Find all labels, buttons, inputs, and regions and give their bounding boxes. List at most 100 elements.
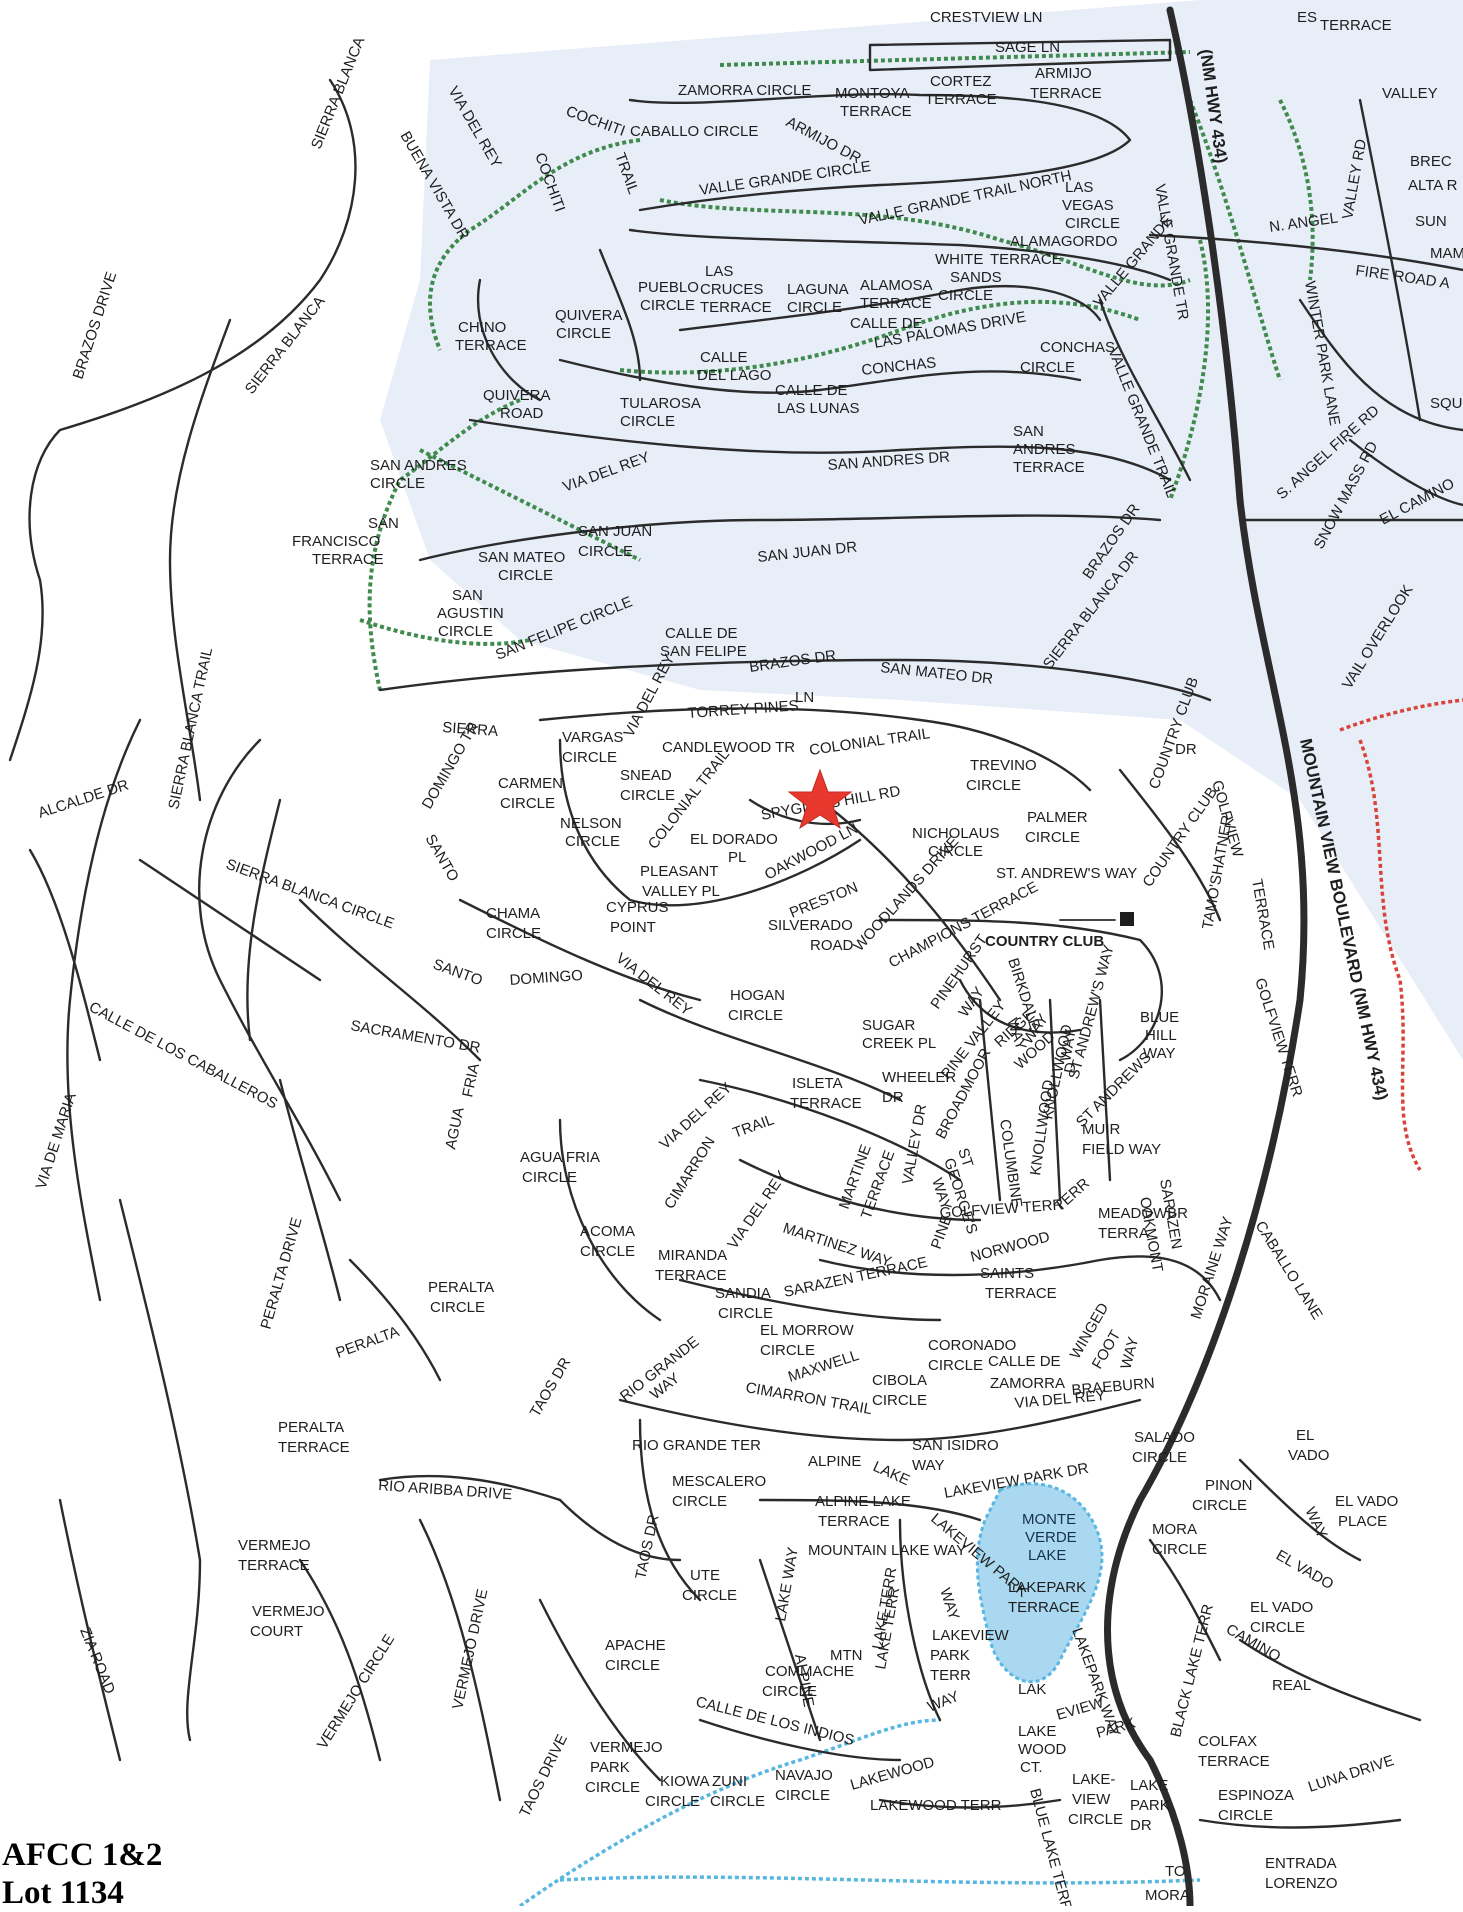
label-las-vegas-3: CIRCLE [1065, 215, 1120, 232]
lake-label-2: VERDE [1025, 1529, 1077, 1546]
label-vermejo-drive: VERMEJO DRIVE [449, 1587, 491, 1710]
label-meadowbr-2: TERRA [1098, 1225, 1149, 1242]
label-caballo: CABALLO CIRCLE [630, 123, 758, 140]
label-sierra: SIERRA [442, 719, 499, 740]
label-hogan-2: CIRCLE [728, 1007, 783, 1024]
label-via-del-rey-lo: VIA DEL REY [656, 1079, 735, 1153]
label-knollwood-2: D [1061, 1061, 1080, 1075]
label-san-isidro: SAN ISIDRO [912, 1437, 999, 1454]
label-calle-lunas-2: LAS LUNAS [777, 400, 860, 417]
label-san-andres-t: SAN [1013, 423, 1044, 440]
label-lake-park-3: DR [1130, 1817, 1152, 1834]
label-chino-2: TERRACE [455, 337, 527, 354]
label-st-georges: ST [954, 1146, 976, 1169]
label-alpine-lake-2: TERRACE [818, 1513, 890, 1530]
label-quivera-r: QUIVERA [483, 387, 551, 404]
label-taos-drive: TAOS DRIVE [516, 1732, 571, 1820]
label-caballo-lane: CABALLO LANE [1252, 1218, 1326, 1322]
label-miranda-2: TERRACE [655, 1267, 727, 1284]
label-las-vegas-2: VEGAS [1062, 197, 1114, 214]
label-knollwood3: KNOLLWOOD [1027, 1079, 1057, 1177]
label-sugar-2: CREEK PL [862, 1035, 936, 1052]
label-ln: LN [795, 689, 814, 706]
label-calle-felipe: CALLE DE [665, 625, 738, 642]
label-taos-dr: TAOS DR [527, 1355, 575, 1420]
label-mora-2: CIRCLE [1152, 1541, 1207, 1558]
label-espinoza-2: CIRCLE [1218, 1807, 1273, 1824]
label-isleta-2: TERRACE [790, 1095, 862, 1112]
label-santo-left: SANTO [422, 832, 462, 885]
label-lake-view-3: CIRCLE [1068, 1811, 1123, 1828]
label-trail-up: TRAIL [731, 1111, 777, 1142]
label-chama: CHAMA [486, 905, 540, 922]
roads-west [8, 78, 442, 1762]
label-isleta: ISLETA [792, 1075, 843, 1092]
label-peralta-c-2: CIRCLE [430, 1299, 485, 1316]
label-conchas-circle: CONCHAS [1040, 339, 1115, 356]
label-sierra-blanca-circle: SIERRA BLANCA CIRCLE [224, 856, 397, 933]
label-way4: WAY [1057, 1028, 1079, 1063]
caption-line-1: AFCC 1&2 [2, 1837, 163, 1873]
label-el-dorado: EL DORADO [690, 831, 778, 848]
label-lakewood-terr: LAKEWOOD TERR [870, 1797, 1002, 1814]
label-calle-lunas: CALLE DE [775, 382, 848, 399]
label-rio-grande-ter: RIO GRANDE TER [632, 1437, 761, 1454]
label-zamorra: ZAMORRA CIRCLE [678, 82, 811, 99]
label-espinoza: ESPINOZA [1218, 1787, 1294, 1804]
label-quivera-c: QUIVERA [555, 307, 623, 324]
label-sierra-blanca-top: SIERRA BLANCA [308, 35, 368, 152]
label-calle-lago-2: DEL LAGO [697, 367, 771, 384]
label-brazos-drive: BRAZOS DRIVE [70, 270, 121, 381]
label-blue-hill-3: WAY [1143, 1045, 1176, 1062]
label-nicholaus: NICHOLAUS [912, 825, 1000, 842]
label-rio-arriba: RIO ARIBBA DRIVE [378, 1477, 513, 1503]
label-mora-south: MORA [1145, 1887, 1190, 1904]
label-colonial-trail: COLONIAL TRAIL [808, 725, 931, 759]
blue-trail-south [518, 1718, 1201, 1906]
label-way6: WAY [925, 1688, 962, 1716]
highway-434 [1104, 6, 1308, 1906]
label-snead: SNEAD [620, 767, 672, 784]
label-way5: WAY [936, 1586, 962, 1622]
label-el-morrow-2: CIRCLE [760, 1342, 815, 1359]
green-trail-west [359, 398, 641, 691]
label-commache: COMMACHE [765, 1663, 854, 1680]
green-trail-north [428, 50, 1191, 351]
label-peralta-t: PERALTA [278, 1419, 344, 1436]
label-tamo: TAMO'SHATNER [1199, 814, 1236, 931]
label-vermejo-park-3: CIRCLE [585, 1779, 640, 1796]
label-cypress: CYPRUS [606, 899, 669, 916]
label-golfview-t-2: TERRACE [1248, 878, 1277, 952]
red-star-icon [787, 768, 853, 830]
label-silverado-2: ROAD [810, 937, 854, 954]
label-montoya-2: TERRACE [840, 103, 912, 120]
map-shaded-area [380, 0, 1463, 1060]
label-vermejo-park: VERMEJO [590, 1739, 663, 1756]
label-el-vado-c-2: CIRCLE [1250, 1619, 1305, 1636]
label-lake-wood-3: CT. [1020, 1759, 1043, 1776]
label-mescalero-2: CIRCLE [672, 1493, 727, 1510]
label-mam: MAM [1430, 245, 1463, 262]
label-lakeview-3: TERR [930, 1667, 971, 1684]
label-taos-dr2: TAOS DR [632, 1513, 662, 1581]
label-wheeler: WHEELER [882, 1069, 956, 1086]
label-white-sands-3: CIRCLE [938, 287, 993, 304]
label-country-club: COUNTRY CLUB [985, 933, 1104, 950]
label-apache: APACHE [605, 1637, 666, 1654]
label-el-vado-2: VADO [1288, 1447, 1329, 1464]
label-san-francisco: SAN [368, 515, 399, 532]
label-coronado: CORONADO [928, 1337, 1016, 1354]
label-entrada: ENTRADA [1265, 1855, 1337, 1872]
label-zia-road: ZIA ROAD [76, 1625, 118, 1696]
label-cortez: CORTEZ [930, 73, 991, 90]
label-el-vado-place: EL VADO [1335, 1493, 1398, 1510]
label-alpine-lake: ALPINE LAKE [815, 1493, 911, 1510]
label-tularosa-2: CIRCLE [620, 413, 675, 430]
label-trevino-2: CIRCLE [966, 777, 1021, 794]
label-muir-2: FIELD WAY [1082, 1141, 1161, 1158]
label-sierra-blanca-trail: SIERRA BLANCA TRAIL [165, 646, 216, 811]
label-lakeview-2: PARK [930, 1647, 970, 1664]
label-coronado-2: CIRCLE [928, 1357, 983, 1374]
label-miranda: MIRANDA [658, 1247, 727, 1264]
